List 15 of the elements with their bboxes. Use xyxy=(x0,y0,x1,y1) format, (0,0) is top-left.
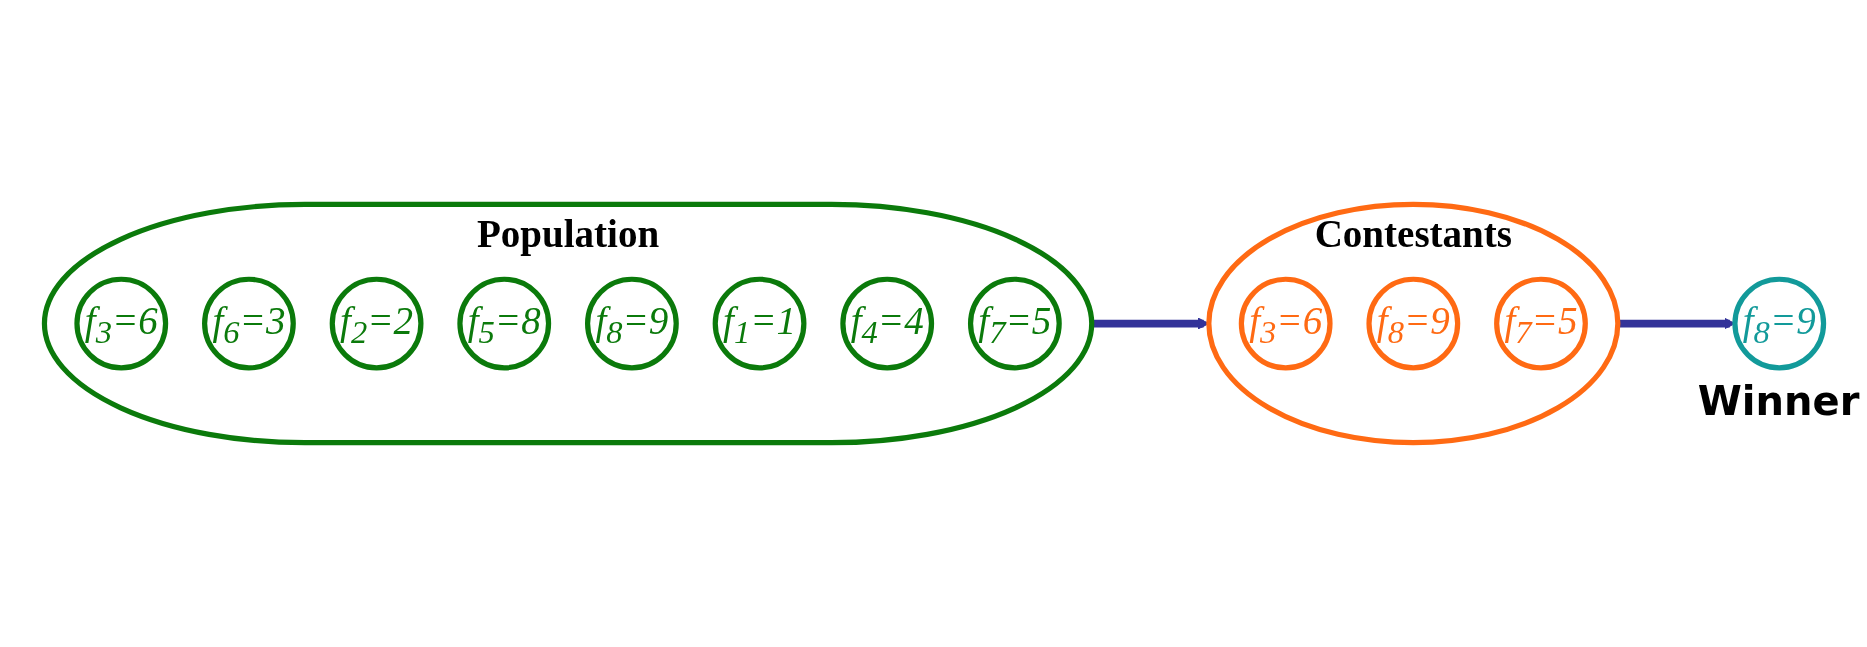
node-circle: f$_{2}$=2 xyxy=(329,276,423,371)
arrow xyxy=(1617,317,1735,330)
node-circle: f$_{3}$=6 xyxy=(73,276,168,371)
node-circle: f$_{4}$=4 xyxy=(839,276,934,371)
node-circle: f$_{6}$=3 xyxy=(201,276,296,371)
node-circle: f$_{5}$=8 xyxy=(456,276,551,371)
node-circle: f$_{1}$=1 xyxy=(712,276,806,371)
winner-label: Winner xyxy=(1697,377,1860,424)
node-circle: f$_{8}$=9 xyxy=(1731,276,1826,371)
arrow xyxy=(1091,317,1209,330)
node-circle: f$_{3}$=6 xyxy=(1238,276,1333,371)
node-circle: f$_{7}$=5 xyxy=(1493,276,1588,371)
node-circle: f$_{7}$=5 xyxy=(967,276,1062,371)
node-circle: f$_{8}$=9 xyxy=(1365,276,1460,371)
node-circle: f$_{8}$=9 xyxy=(584,276,679,371)
